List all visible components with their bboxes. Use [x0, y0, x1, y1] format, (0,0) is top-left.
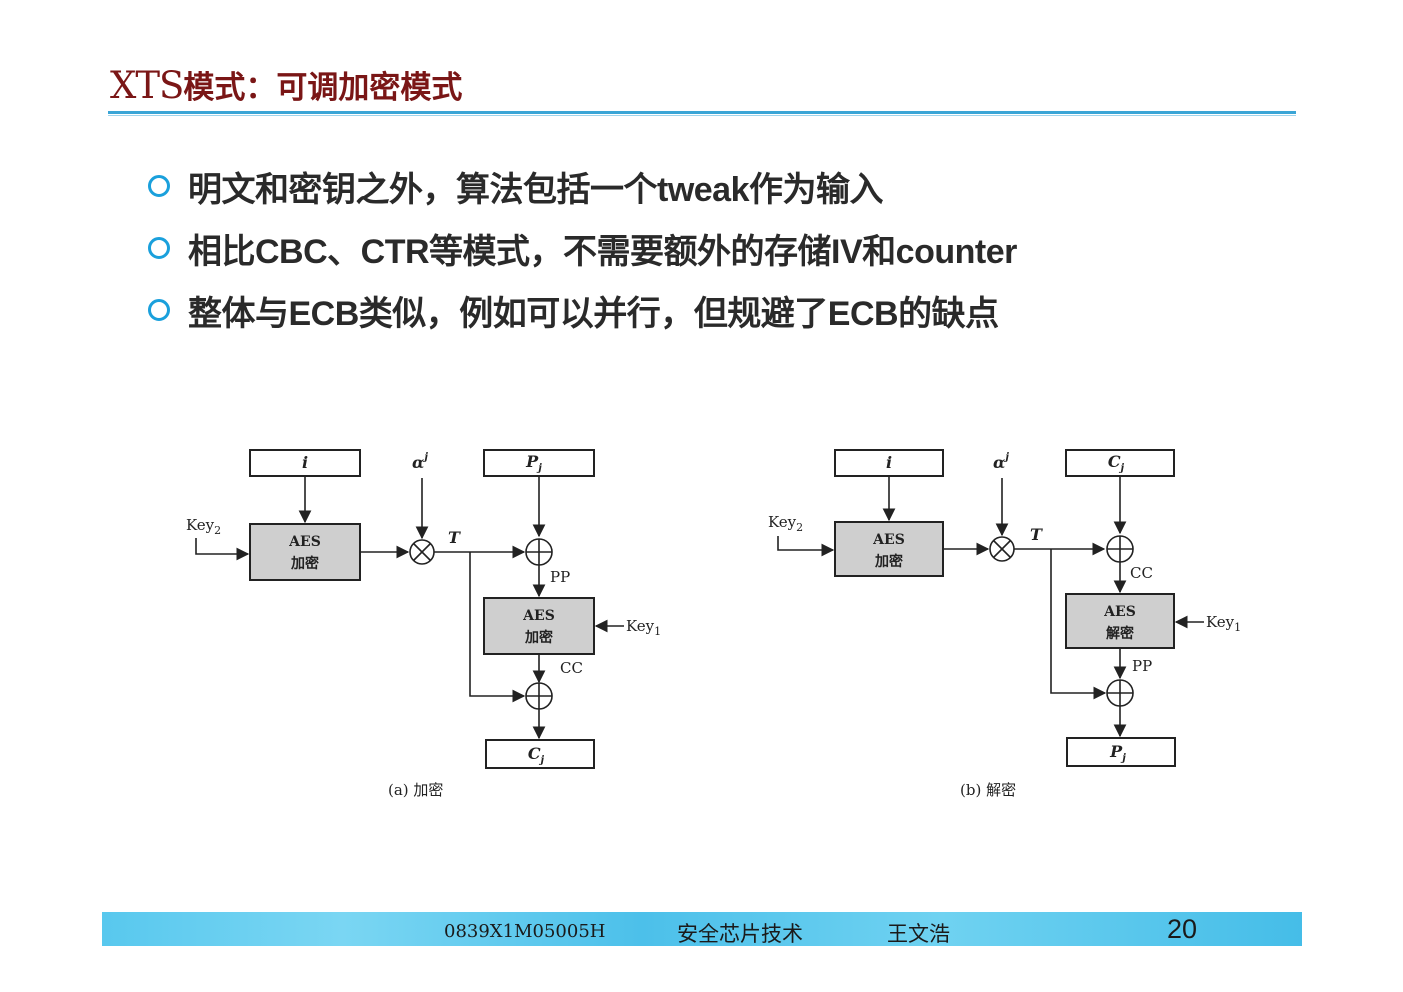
enc-cj-box	[485, 739, 595, 769]
title-latin: XTS	[110, 64, 184, 107]
enc-alpha-label: αj	[412, 452, 428, 472]
circle-bullet-icon	[148, 299, 170, 321]
enc-key2-label: Key2	[186, 516, 221, 537]
dec-key1-label: Key1	[1206, 613, 1240, 634]
dec-cc-label: CC	[1130, 564, 1153, 582]
enc-key2-arrow	[195, 538, 250, 561]
footer-course-code: 0839X1M05005H	[444, 921, 606, 942]
dec-aes1-top: AES	[872, 532, 905, 548]
enc-pp-label: PP	[550, 568, 570, 586]
bullet-list: 明文和密钥之外，算法包括一个tweak作为输入 相比CBC、CTR等模式，不需要…	[148, 155, 1017, 341]
bullet-item: 相比CBC、CTR等模式，不需要额外的存储IV和counter	[148, 217, 1017, 279]
enc-aes2-top: AES	[522, 608, 555, 624]
dec-pp-label: PP	[1132, 657, 1152, 675]
dec-aes1-bottom: 加密	[874, 553, 903, 570]
xts-diagram-svg: i AES 加密 Key2 αj T Pj PP AES 加密 Key1 CC	[186, 449, 1241, 799]
footer-author: 王文浩	[887, 922, 950, 946]
dec-key2-label: Key2	[768, 513, 803, 534]
enc-key1-label: Key1	[626, 617, 661, 638]
slide-title: XTS 模式：可调加密模式	[110, 62, 463, 107]
enc-aes2-box	[483, 597, 595, 655]
dec-aes2-top: AES	[1103, 604, 1136, 620]
enc-i-label: i	[302, 453, 308, 472]
footer-bar: 0839X1M05005H 安全芯片技术 王文浩 20	[102, 912, 1302, 946]
bullet-item: 整体与ECB类似，例如可以并行，但规避了ECB的缺点	[148, 279, 1017, 341]
dec-t-bypass-arrow	[1050, 549, 1107, 700]
enc-caption: (a) 加密	[388, 781, 443, 799]
dec-t-label: T	[1030, 525, 1043, 544]
enc-t-bypass-arrow	[469, 552, 526, 703]
dec-aes1-box	[834, 521, 944, 577]
dec-i-label: i	[886, 453, 892, 472]
enc-pj-label: Pj	[525, 452, 542, 474]
dec-pj-box	[1066, 737, 1176, 767]
enc-t-label: T	[448, 528, 461, 547]
xts-diagram: i AES 加密 Key2 αj T Pj PP AES 加密 Key1 CC	[180, 430, 1241, 810]
encrypt-diagram: i AES 加密 Key2 αj T Pj PP AES 加密 Key1 CC	[186, 449, 661, 799]
circle-bullet-icon	[148, 175, 170, 197]
title-rule	[108, 111, 1296, 114]
bullet-text: 明文和密钥之外，算法包括一个tweak作为输入	[188, 170, 884, 209]
enc-aes2-bottom: 加密	[524, 629, 553, 646]
enc-aes1-top: AES	[288, 534, 321, 550]
dec-caption: (b) 解密	[960, 781, 1016, 799]
dec-aes2-bottom: 解密	[1106, 625, 1134, 642]
dec-i-box	[834, 449, 944, 477]
bullet-item: 明文和密钥之外，算法包括一个tweak作为输入	[148, 155, 1017, 217]
footer-page-number: 20	[1167, 914, 1198, 944]
circle-bullet-icon	[148, 237, 170, 259]
enc-aes1-box	[249, 523, 361, 581]
dec-pj-label: Pj	[1109, 742, 1126, 764]
dec-alpha-label: αj	[993, 452, 1009, 472]
bullet-text: 相比CBC、CTR等模式，不需要额外的存储IV和counter	[188, 232, 1017, 271]
dec-aes2-box	[1065, 593, 1175, 649]
bullet-text: 整体与ECB类似，例如可以并行，但规避了ECB的缺点	[188, 294, 999, 333]
title-cjk: 模式：可调加密模式	[183, 70, 463, 106]
title-rule-thin	[108, 115, 1296, 116]
enc-aes1-bottom: 加密	[290, 555, 319, 572]
enc-cc-label: CC	[560, 659, 583, 677]
enc-cj-label: Cj	[528, 744, 545, 766]
footer-course-name: 安全芯片技术	[677, 922, 803, 946]
decrypt-diagram: i AES 加密 Key2 αj T Cj CC AES 解密 Key1 PP	[768, 449, 1241, 799]
dec-cj-label: Cj	[1108, 452, 1125, 474]
dec-key2-arrow	[777, 536, 835, 557]
